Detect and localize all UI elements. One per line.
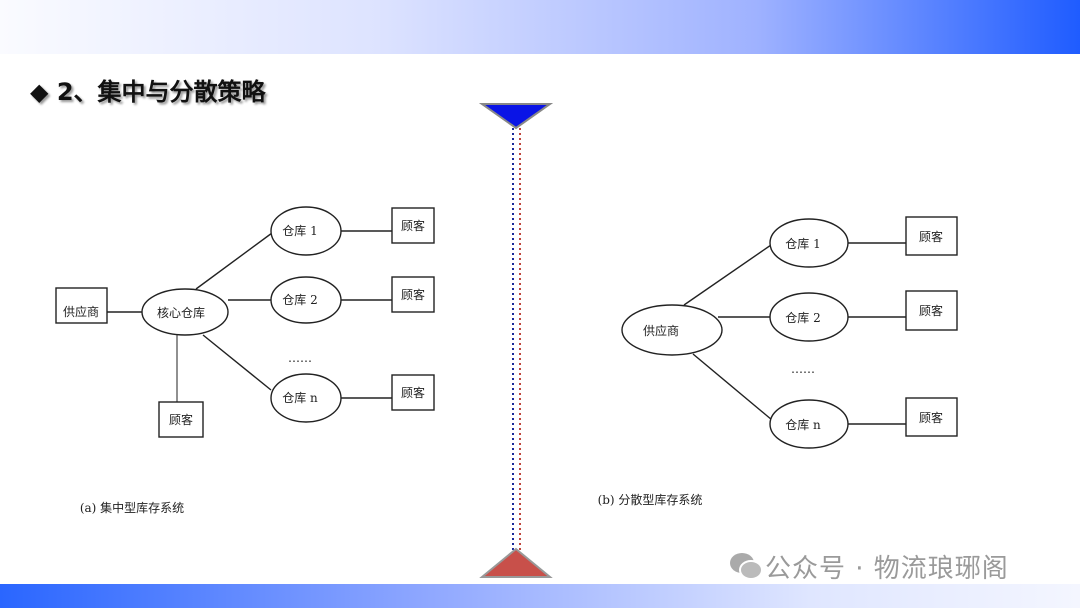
top-triangle-icon [478,103,554,130]
customer-label: 顾客 [169,412,193,427]
warehouse-label: 仓库 1 [785,236,820,251]
supplier-label: 供应商 [643,323,679,338]
divider [478,103,554,578]
customer-label: 顾客 [919,410,943,425]
warehouse-label: 仓库 2 [785,310,820,325]
ellipsis: …… [288,351,312,365]
ellipsis: …… [791,362,815,376]
bottom-triangle-icon [479,547,553,578]
header-bar [0,0,1080,54]
slide-title: ◆ 2、集中与分散策略 [30,78,266,106]
warehouse-label: 仓库 n [282,390,318,405]
diagram-b: 供应商 仓库 1 仓库 2 仓库 n 顾客 顾客 顾客 …… (b) 分散型库存… [598,216,958,507]
core-warehouse-label: 核心仓库 [157,305,205,320]
supplier-label: 供应商 [63,304,99,319]
wechat-icon [730,553,763,580]
customer-label: 顾客 [401,218,425,233]
diagram-a: 供应商 核心仓库 仓库 1 仓库 2 仓库 n 顾客 顾客 顾客 顾客 …… (… [55,206,435,515]
warehouse-label: 仓库 n [785,417,821,432]
footer-bar [0,584,1080,608]
customer-label: 顾客 [401,287,425,302]
caption-a: (a) 集中型库存系统 [80,500,184,515]
caption-b: (b) 分散型库存系统 [598,492,703,507]
customer-label: 顾客 [919,229,943,244]
customer-label: 顾客 [401,385,425,400]
warehouse-label: 仓库 2 [282,292,317,307]
warehouse-label: 仓库 1 [282,223,317,238]
customer-label: 顾客 [919,303,943,318]
watermark: 公众号 · 物流琅琊阁 [765,554,1009,584]
